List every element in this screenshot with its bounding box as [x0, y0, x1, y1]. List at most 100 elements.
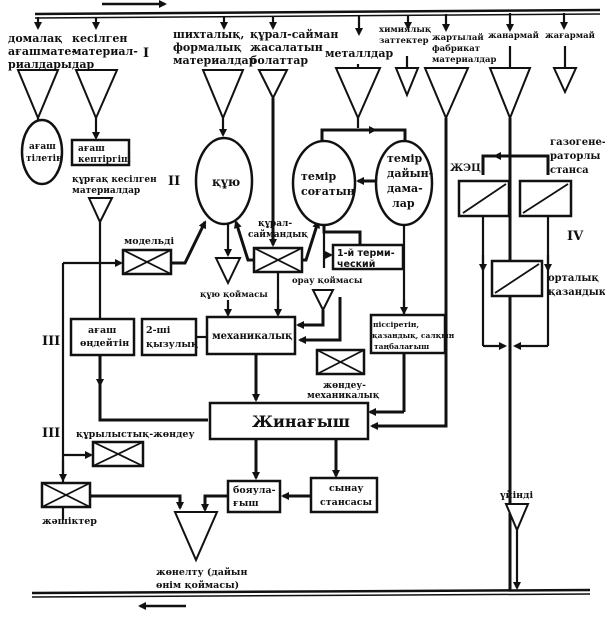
- input-label-charge-materials: шихталық, формалық материалдар: [173, 28, 257, 67]
- sawmill-label-1: ағаш: [29, 142, 56, 152]
- svg-text:дар: дар: [72, 58, 94, 71]
- storage-triangle-chemicals: [394, 67, 420, 98]
- assembly-label: Жинағыш: [252, 412, 350, 431]
- roman-numeral-III: III: [42, 334, 60, 349]
- gas-station-label-1: газогене-: [550, 137, 605, 148]
- painting-label-1: бояула-: [233, 485, 276, 496]
- shipping-label-1: жөнелту (дайын: [156, 567, 247, 578]
- roman-numeral-IV: IV: [567, 229, 584, 244]
- testing-label-1: сынау: [329, 483, 364, 494]
- svg-text:жасалатын: жасалатын: [250, 41, 323, 54]
- woodworking-label-1: ағаш: [88, 325, 116, 336]
- central-boiler-label-1: орталық: [548, 273, 599, 284]
- gas-station-label-2: раторлы: [550, 151, 600, 162]
- second-machining-label-1: 2-ші: [146, 325, 171, 336]
- svg-text:материалдар: материалдар: [432, 55, 496, 65]
- tool-label-1: құрал-: [258, 219, 292, 229]
- svg-text:заттектер: заттектер: [379, 36, 429, 46]
- gas-generator-unit: [518, 179, 573, 218]
- iron-prep-label-4: лар: [392, 197, 415, 210]
- svg-text:риалдары: риалдары: [8, 58, 72, 71]
- coating-box: [369, 313, 447, 355]
- storage-triangle-timber: [16, 69, 60, 121]
- forging-label-2: соғатын: [301, 185, 355, 198]
- dryer-label-2: кептіргіш: [78, 155, 131, 165]
- storage-triangle-lubricant: [552, 67, 578, 95]
- input-label-metals: металлдар: [325, 47, 393, 60]
- svg-text:болаттар: болаттар: [250, 54, 308, 67]
- woodworking-label-2: өңдейтін: [80, 338, 129, 349]
- second-machining-label-2: қызулық: [146, 339, 198, 350]
- chp-label: ЖЭЦ: [450, 163, 481, 174]
- central-boiler-unit: [490, 259, 544, 298]
- mechanical-label: механикалық: [212, 331, 293, 342]
- iron-prep-label-1: темір: [387, 152, 423, 165]
- roman-numeral-I: I: [143, 46, 149, 61]
- input-label-round-timber: домалақ ағашмате- риалдары: [8, 32, 76, 71]
- roman-numeral-III-2: III: [42, 426, 60, 441]
- storage-triangle-metals: [334, 67, 382, 121]
- storage-triangle-dump: [504, 503, 530, 533]
- rail-drops: [34, 13, 568, 36]
- gas-station-label-3: станса: [550, 165, 589, 176]
- assembly-box: [208, 401, 370, 441]
- repair-mech-label-1: жөндеу-: [323, 381, 366, 391]
- storage-triangle-fuel: [488, 67, 532, 121]
- input-label-tool-steel: құрал-сайман жасалатын болаттар: [250, 28, 338, 67]
- testing-label-2: стансасы: [320, 497, 373, 508]
- mechanical-box: [205, 315, 297, 356]
- input-label-fuel: жанармай: [488, 30, 540, 41]
- thermal-label-2: ческий: [337, 259, 375, 270]
- storage-triangle-semi-finished: [423, 67, 470, 121]
- thermal-label-1: 1-й терми-: [337, 248, 395, 259]
- svg-text:жартылай: жартылай: [432, 32, 484, 43]
- top-supply-rail: [34, 0, 601, 19]
- storage-triangle-charge: [201, 69, 245, 121]
- storage-triangle-dry-cut: [87, 197, 114, 225]
- construction-repair-label: құрылыстық-жөндеу: [76, 429, 195, 440]
- svg-text:кесілген: кесілген: [72, 32, 127, 45]
- svg-text:домалақ: домалақ: [8, 32, 62, 45]
- svg-text:химиялық: химиялық: [379, 25, 432, 35]
- dryer-label-1: ағаш: [78, 144, 105, 154]
- svg-text:фабрикат: фабрикат: [432, 43, 480, 54]
- chp-unit: [457, 179, 511, 218]
- tool-shop: [252, 246, 304, 274]
- svg-text:ағашмате-: ағашмате-: [8, 45, 76, 58]
- central-boiler-label-2: қазандық: [548, 287, 605, 298]
- dump-label: үйінді: [499, 490, 533, 501]
- storage-triangle-tool-steel: [257, 69, 289, 101]
- input-label-lubricant: жағармай: [545, 30, 596, 41]
- iron-prep-label-2: дайын-: [387, 167, 433, 180]
- svg-text:шихталық,: шихталық,: [173, 28, 244, 41]
- roman-numeral-II: II: [168, 174, 180, 189]
- model-label: модельді: [124, 236, 174, 247]
- boxes-shop: [40, 481, 92, 509]
- input-label-cut-materials: кесілген материал- дар: [72, 32, 138, 71]
- svg-text:құрал-сайман: құрал-сайман: [250, 28, 338, 41]
- sawmill-label-2: тілетін: [26, 154, 63, 164]
- svg-text:материалдар: материалдар: [173, 54, 257, 67]
- forging-node: [291, 139, 357, 227]
- boxes-label: жәшіктер: [42, 516, 97, 527]
- model-shop: [121, 248, 173, 276]
- input-label-chemicals: химиялық заттектер: [379, 25, 432, 46]
- storage-triangle-cut: [74, 69, 119, 121]
- repair-mech-label-2: механикалық: [307, 391, 380, 401]
- casting-store-label: құю қоймасы: [200, 289, 268, 300]
- casting-node: [194, 136, 254, 226]
- dry-cut-label-1: құрғақ кесілген: [72, 175, 157, 185]
- shipping-label-2: өнім қоймасы): [156, 580, 239, 591]
- svg-text:формалық: формалық: [173, 41, 242, 54]
- bottom-output-rail: [31, 588, 591, 610]
- iron-prep-label-3: дама-: [387, 182, 423, 195]
- svg-text:материал-: материал-: [72, 45, 138, 58]
- coating-label-3: таңбалағыш: [374, 342, 429, 351]
- storage-triangle-shipping: [173, 511, 219, 563]
- input-label-semi-finished: жартылай фабрикат материалдар: [432, 32, 496, 65]
- coating-label-1: піссіретін,: [373, 320, 419, 329]
- repair-mech-shop: [315, 348, 366, 376]
- tool-label-2: саймандық: [248, 229, 308, 240]
- thermal-shop: 1-й терми- ческий: [331, 243, 405, 271]
